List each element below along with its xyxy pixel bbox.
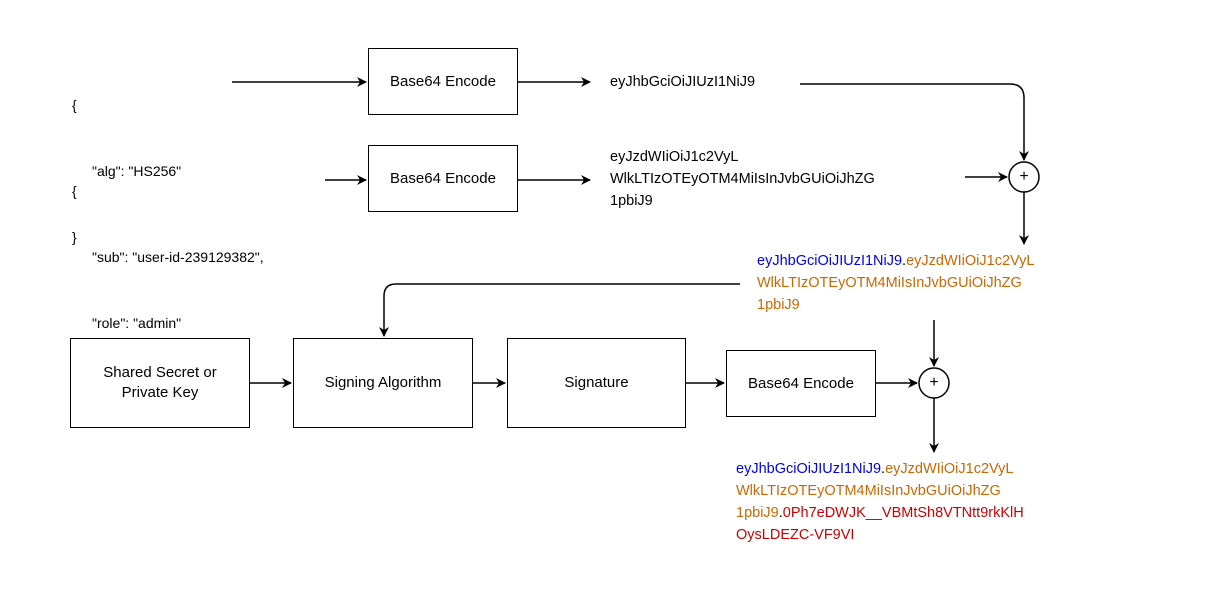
separator-dot: .	[902, 253, 907, 269]
signing-algorithm-box: Signing Algorithm	[293, 338, 473, 428]
token-payload: eyJzdWIiOiJ1c2VyL	[885, 461, 1014, 477]
box-label: Base64 Encode	[390, 72, 496, 90]
encoded-payload: eyJzdWIiOiJ1c2VyL WlkLTIzOTEyOTM4MiIsInJ…	[610, 146, 875, 212]
header-json: { "alg": "HS256" }	[72, 50, 181, 270]
separator-dot: .	[778, 505, 783, 521]
plus-icon: +	[929, 374, 939, 391]
payload-json-line: "sub": "user-id-239129382",	[92, 249, 264, 265]
token-header: eyJhbGciOiJIUzI1NiJ9	[736, 461, 882, 477]
token-payload: WlkLTIzOTEyOTM4MiIsInJvbGUiOiJhZG	[736, 483, 1001, 499]
signing-input-payload: eyJzdWIiOiJ1c2VyL	[906, 253, 1035, 269]
box-label: Base64 Encode	[390, 169, 496, 187]
encoded-payload-line: 1pbiJ9	[610, 193, 653, 209]
box-label: Shared Secret or Private Key	[103, 364, 217, 401]
shared-secret-box: Shared Secret or Private Key	[70, 338, 250, 428]
encoded-header: eyJhbGciOiJIUzI1NiJ9	[610, 74, 756, 90]
jwt-token: eyJhbGciOiJIUzI1NiJ9.eyJzdWIiOiJ1c2VyL W…	[736, 458, 1024, 546]
payload-json: { "sub": "user-id-239129382", "role": "a…	[72, 136, 264, 422]
token-signature: 0Ph7eDWJK__VBMtSh8VTNtt9rkKlH	[782, 505, 1024, 521]
brace-open: {	[72, 183, 77, 199]
arrow-header-string-to-plus	[800, 83, 1029, 161]
signing-input-header: eyJhbGciOiJIUzI1NiJ9	[757, 253, 903, 269]
encoded-payload-line: eyJzdWIiOiJ1c2VyL	[610, 149, 739, 165]
separator-dot: .	[881, 461, 886, 477]
plus-icon: +	[1019, 168, 1029, 185]
signature-box: Signature	[507, 338, 686, 428]
signing-input: eyJhbGciOiJIUzI1NiJ9.eyJzdWIiOiJ1c2VyL W…	[757, 250, 1034, 316]
base64-encode-payload-box: Base64 Encode	[368, 145, 518, 212]
payload-json-line: "role": "admin"	[92, 315, 182, 331]
brace-close: }	[72, 229, 77, 245]
token-signature: OysLDEZC-VF9VI	[736, 527, 855, 543]
base64-encode-signature-box: Base64 Encode	[726, 350, 876, 417]
box-label: Base64 Encode	[748, 374, 854, 392]
base64-encode-header-box: Base64 Encode	[368, 48, 518, 115]
box-label: Signature	[564, 374, 629, 391]
header-json-line: "alg": "HS256"	[92, 163, 182, 179]
brace-open: {	[72, 97, 77, 113]
token-payload: 1pbiJ9	[736, 505, 779, 521]
signing-input-payload: 1pbiJ9	[757, 297, 800, 313]
concat-circle-2	[918, 367, 950, 399]
signing-input-payload: WlkLTIzOTEyOTM4MiIsInJvbGUiOiJhZG	[757, 275, 1022, 291]
arrow-signing-input-to-algorithm	[379, 283, 740, 337]
concat-circle-1	[1008, 161, 1040, 193]
box-label: Signing Algorithm	[324, 374, 442, 391]
encoded-payload-line: WlkLTIzOTEyOTM4MiIsInJvbGUiOiJhZG	[610, 171, 875, 187]
